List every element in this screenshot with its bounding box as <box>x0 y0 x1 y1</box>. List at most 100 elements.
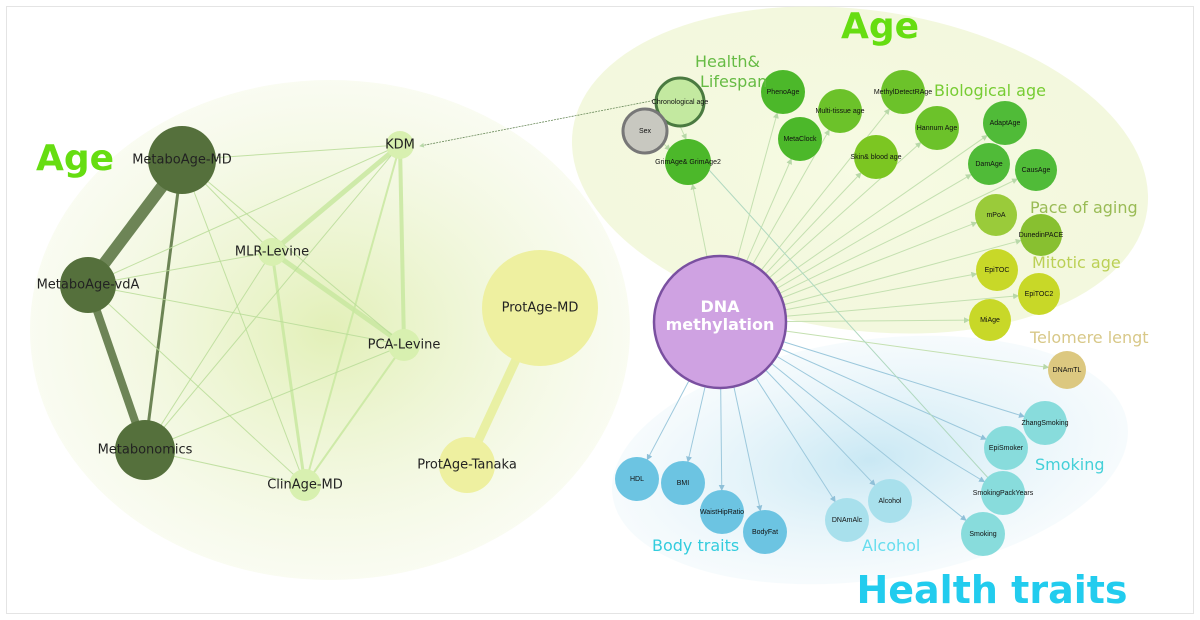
node-circle <box>868 479 912 523</box>
left-edge <box>181 159 306 486</box>
node-epitoc[interactable]: EpiTOC <box>976 249 1018 291</box>
node-circle <box>981 471 1025 515</box>
methylation-edge <box>785 330 1050 370</box>
node-mpoa[interactable]: mPoA <box>975 194 1017 236</box>
node-epitoc2[interactable]: EpiTOC2 <box>1018 273 1060 315</box>
node-chronological-age[interactable]: Chronological age <box>652 76 709 128</box>
methylation-edge <box>736 112 779 259</box>
node-hannum-age[interactable]: Hannum Age <box>915 106 959 150</box>
node-dnamtl[interactable]: DNAmTL <box>1048 351 1086 389</box>
node-dunedinpace[interactable]: DunedinPACE <box>1019 214 1064 256</box>
node-label: PCA-Levine <box>368 338 441 353</box>
node-circle <box>700 490 744 534</box>
health-lifespan-label-2: Lifespan <box>700 72 767 91</box>
left-edge <box>270 143 402 254</box>
node-circle <box>975 194 1017 236</box>
left-edge <box>87 251 273 286</box>
node-metaboage-md[interactable]: MetaboAge-MD <box>132 126 232 194</box>
node-metabonomics[interactable]: Metabonomics <box>98 420 193 480</box>
node-circle <box>984 426 1028 470</box>
node-label: MiAge <box>980 317 1000 324</box>
left-edge <box>144 144 401 451</box>
node-label: MetaClock <box>783 136 817 143</box>
node-alcohol[interactable]: Alcohol <box>868 479 912 523</box>
node-label: KDM <box>385 138 415 153</box>
node-circle <box>1020 214 1062 256</box>
node-grimage-grimage2[interactable]: GrimAge& GrimAge2 <box>655 139 721 185</box>
node-label: WaistHipRatio <box>700 509 744 516</box>
edge-sex-grimage <box>663 143 671 151</box>
node-label: DNAmTL <box>1053 367 1082 374</box>
methylation-edge <box>779 178 1018 294</box>
node-bodyfat[interactable]: BodyFat <box>743 510 787 554</box>
center-label-1: DNA <box>700 297 740 316</box>
node-circle <box>881 70 925 114</box>
node-circle <box>615 457 659 501</box>
node-label: ProtAge-Tanaka <box>417 458 517 473</box>
node-circle <box>386 131 414 159</box>
node-mlr-levine[interactable]: MLR-Levine <box>235 238 309 266</box>
methylation-edge <box>771 363 967 521</box>
node-smoking[interactable]: Smoking <box>961 512 1005 556</box>
node-kdm[interactable]: KDM <box>385 131 415 159</box>
left-edge <box>181 144 401 161</box>
node-circle <box>968 143 1010 185</box>
node-label: MetaboAge-vdA <box>37 278 140 293</box>
health-lifespan-label-1: Health& <box>695 52 760 71</box>
center-label-2: methylation <box>666 315 775 334</box>
center-circle <box>652 254 788 390</box>
node-circle <box>289 469 321 501</box>
node-sex[interactable]: Sex <box>621 107 669 155</box>
node-label: MethylDetectRAge <box>874 89 932 96</box>
biological-age-label: Biological age <box>934 81 1046 100</box>
node-epismoker[interactable]: EpiSmoker <box>984 426 1028 470</box>
node-hdl[interactable]: HDL <box>615 457 659 501</box>
node-label: CausAge <box>1022 167 1051 174</box>
node-miage[interactable]: MiAge <box>969 299 1011 341</box>
node-bmi[interactable]: BMI <box>661 461 705 505</box>
smoking-category-label: Smoking <box>1035 455 1105 474</box>
node-clinage-md[interactable]: ClinAge-MD <box>267 469 343 501</box>
node-circle <box>439 437 495 493</box>
node-smokingpackyears[interactable]: SmokingPackYears <box>973 471 1034 515</box>
node-circle <box>115 420 175 480</box>
node-circle <box>983 101 1027 145</box>
node-multi-tissue-age[interactable]: Multi-tissue age <box>815 89 865 133</box>
node-pca-levine[interactable]: PCA-Levine <box>368 329 441 361</box>
node-circle <box>854 135 898 179</box>
edge-chron-kdm <box>419 99 657 148</box>
node-skin-blood-age[interactable]: Skin& blood age <box>851 135 902 179</box>
methylation-edge <box>718 387 725 492</box>
node-zhangsmoking[interactable]: ZhangSmoking <box>1021 401 1069 445</box>
methylation-edge <box>765 369 876 486</box>
node-protage-tanaka[interactable]: ProtAge-Tanaka <box>417 437 517 493</box>
node-methyldetectrage[interactable]: MethylDetectRAge <box>874 70 932 114</box>
node-dnamalc[interactable]: DNAmAlc <box>825 498 869 542</box>
node-circle <box>761 70 805 114</box>
pace-of-aging-label: Pace of aging <box>1030 198 1138 217</box>
node-waisthipratio[interactable]: WaistHipRatio <box>700 490 744 534</box>
node-circle <box>743 510 787 554</box>
node-metaclock[interactable]: MetaClock <box>778 117 822 161</box>
methylation-edge <box>755 377 836 503</box>
node-adaptage[interactable]: AdaptAge <box>983 101 1027 145</box>
node-label: EpiSmoker <box>989 445 1024 452</box>
node-damage[interactable]: DamAge <box>968 143 1010 185</box>
node-label: ProtAge-MD <box>502 301 579 316</box>
methylation-edge <box>784 271 978 311</box>
methylation-edge <box>686 386 706 463</box>
node-label: Alcohol <box>879 498 902 505</box>
node-label: PhenoAge <box>767 89 800 96</box>
node-label: BodyFat <box>752 529 778 536</box>
node-causage[interactable]: CausAge <box>1015 149 1057 191</box>
left-edge <box>144 344 405 451</box>
node-metaboage-vda[interactable]: MetaboAge-vdA <box>37 257 140 313</box>
health-traits-label: Health traits <box>856 568 1127 612</box>
node-label: EpiTOC <box>985 267 1010 274</box>
node-phenoage[interactable]: PhenoAge <box>761 70 805 114</box>
node-label: Metabonomics <box>98 443 193 458</box>
node-circle <box>148 126 216 194</box>
node-protage-md[interactable]: ProtAge-MD <box>482 250 598 366</box>
left-edge <box>398 144 406 346</box>
